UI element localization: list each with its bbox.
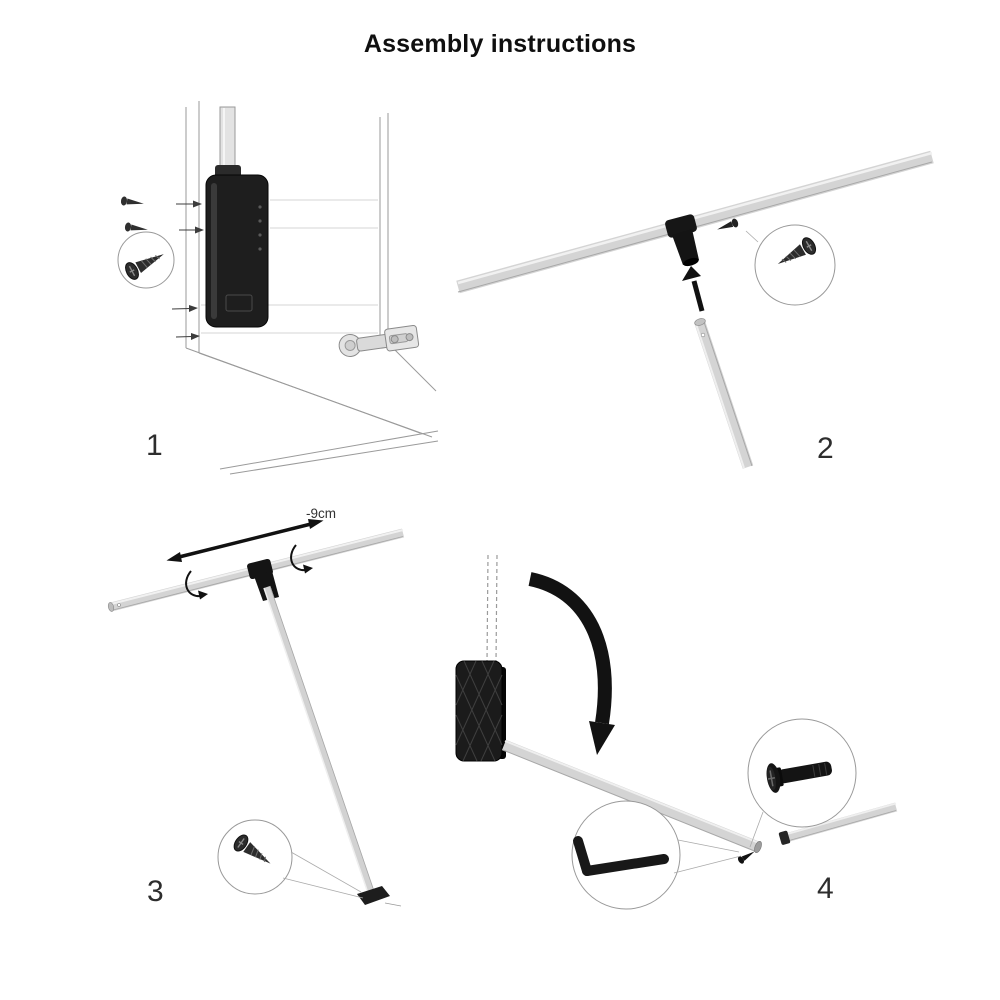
rotation-arrow-icon: [185, 570, 208, 600]
step-3-illustration: -9cm: [107, 506, 405, 908]
step-1-panel: 1: [80, 95, 440, 475]
bolt-detail-circle: [747, 718, 857, 828]
detail-leader-line: [745, 230, 759, 243]
page-title: Assembly instructions: [363, 30, 637, 58]
lift-pole: [219, 106, 236, 178]
mounting-screw-icon: [124, 222, 148, 232]
end-tube: [778, 802, 898, 845]
mounting-screw-icon: [120, 196, 144, 206]
step-2-number: 2: [817, 432, 834, 465]
rotation-arrow-icon: [290, 544, 313, 574]
hanging-cords: [486, 554, 498, 664]
allen-key-detail-circle: [571, 800, 681, 910]
screw-icon: [125, 254, 164, 280]
step-1-number: 1: [146, 429, 163, 462]
swing-down-arrowhead: [589, 721, 615, 755]
support-tube: [694, 318, 754, 469]
screw-icon: [777, 237, 817, 264]
cabinet-outline: [185, 101, 439, 475]
width-label: -9cm: [306, 506, 336, 521]
step-1-illustration: 1: [117, 101, 439, 475]
step-2-panel: 2: [450, 125, 940, 475]
quilted-bracket: [455, 660, 506, 762]
rail-connector: [665, 214, 699, 267]
lift-mechanism-body: [205, 165, 269, 328]
step-4-number: 4: [817, 872, 834, 905]
insert-up-arrow: [682, 266, 705, 312]
floor-foot: [357, 886, 402, 907]
cabinet-hinge-icon: [338, 324, 420, 357]
screw-detail-circle: [754, 224, 836, 306]
width-adjust-arrow: [166, 519, 324, 562]
support-leg: [263, 585, 376, 897]
screw-direction-arrows: [171, 200, 204, 340]
connector-bolt-icon: [766, 761, 832, 793]
screw-detail-circle: [217, 819, 364, 899]
step-3-number: 3: [147, 875, 164, 908]
allen-key-icon: [573, 836, 669, 876]
step-4-panel: 4: [450, 554, 950, 945]
step-3-panel: -9cm: [95, 505, 445, 925]
connector-screw-icon: [717, 218, 739, 230]
joint-bolt-icon: [737, 851, 755, 864]
screw-detail-circle: [117, 231, 175, 289]
step-4-illustration: 4: [455, 554, 898, 910]
detail-leader-lines: [673, 811, 764, 874]
step-2-illustration: 2: [456, 150, 934, 469]
screw-icon: [233, 834, 271, 864]
swing-down-arrow: [528, 572, 612, 725]
